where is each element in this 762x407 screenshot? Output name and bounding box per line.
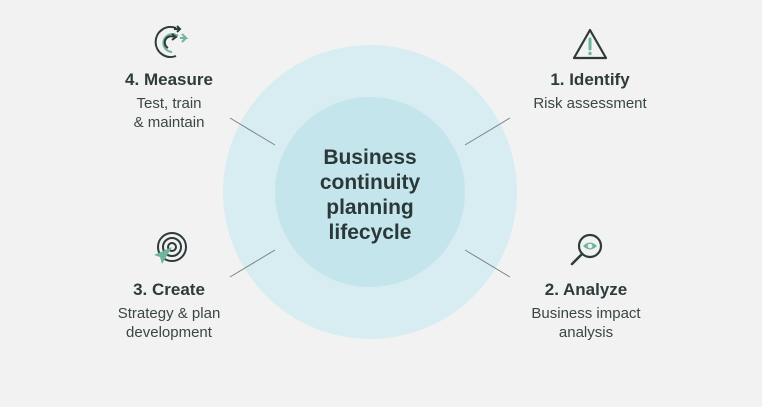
step-title: 4. Measure (125, 70, 213, 89)
center-line: lifecycle (328, 221, 412, 244)
step-measure: 4. Measure Test, train & maintain (69, 70, 269, 132)
step-desc: Strategy & plan (117, 305, 221, 322)
step-desc: analysis (558, 324, 614, 341)
cycle-arrows-icon (154, 25, 189, 58)
connector-identify (464, 117, 511, 146)
step-title: 2. Analyze (544, 280, 628, 299)
center-line: Business (323, 146, 417, 169)
step-desc: Test, train (136, 95, 202, 112)
connector-analyze (464, 249, 511, 278)
center-line: continuity (319, 171, 421, 194)
step-desc: Risk assessment (533, 95, 647, 112)
center-title: Business continuity planning lifecycle (275, 145, 465, 245)
step-title: 1. Identify (550, 70, 630, 89)
step-desc: development (126, 324, 212, 341)
target-pointer-icon (154, 232, 187, 264)
connector-create (229, 249, 276, 278)
connector-measure (229, 117, 276, 146)
inner-circle (275, 97, 465, 287)
center-line: planning (326, 196, 414, 219)
step-create: 3. Create Strategy & plan development (69, 280, 269, 342)
step-desc: & maintain (133, 114, 205, 131)
warning-icon (572, 28, 608, 60)
magnifier-eye-icon (570, 233, 603, 266)
step-title: 3. Create (133, 280, 205, 299)
step-analyze: 2. Analyze Business impact analysis (486, 280, 686, 342)
step-desc: Business impact (531, 305, 641, 322)
step-identify: 1. Identify Risk assessment (490, 70, 690, 113)
